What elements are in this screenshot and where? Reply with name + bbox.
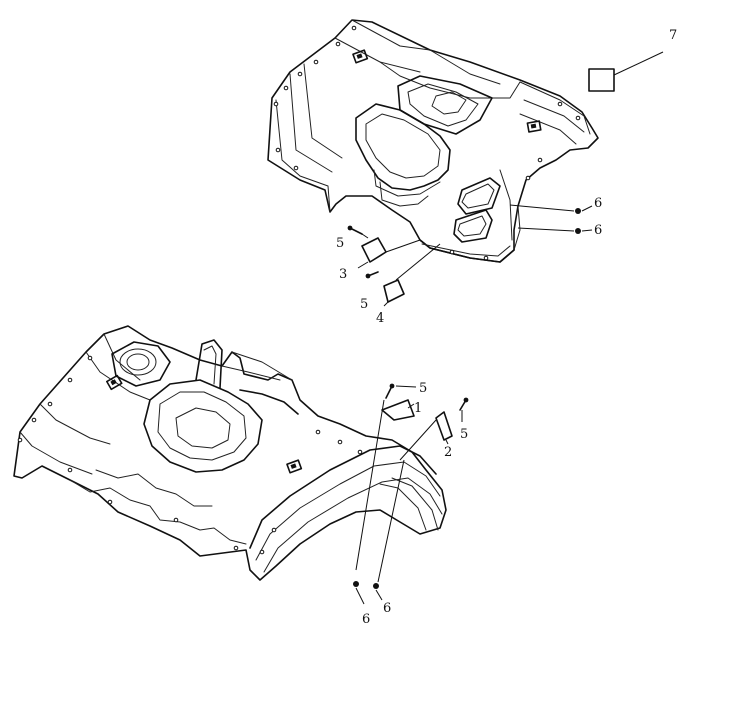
callout-3: 3 bbox=[339, 267, 347, 282]
callout-6-front-right: 6 bbox=[383, 601, 391, 616]
front-clips-6 bbox=[353, 459, 405, 605]
callout-6-front-left: 6 bbox=[362, 612, 370, 627]
front-reflector-1 bbox=[381, 399, 415, 421]
callout-6-upper: 6 bbox=[594, 196, 602, 211]
part-7-label-plate bbox=[588, 51, 664, 92]
callout-2: 2 bbox=[444, 445, 452, 460]
callout-5-front-left: 5 bbox=[419, 381, 427, 396]
rear-reflector-4 bbox=[383, 243, 441, 307]
front-reflector-2 bbox=[399, 411, 453, 461]
callout-4: 4 bbox=[376, 311, 384, 326]
callout-6-lower: 6 bbox=[594, 223, 602, 238]
rear-clips-6 bbox=[509, 204, 593, 234]
rear-rivets-5 bbox=[347, 225, 379, 279]
front-fender bbox=[13, 325, 447, 581]
front-rivets-5 bbox=[355, 383, 469, 571]
rear-fender bbox=[267, 19, 599, 263]
callout-7: 7 bbox=[669, 28, 677, 43]
callout-1: 1 bbox=[414, 401, 422, 416]
rear-reflector-3 bbox=[357, 237, 421, 269]
callout-5-rear-lower: 5 bbox=[360, 297, 368, 312]
callout-5-rear-upper: 5 bbox=[336, 236, 344, 251]
callout-5-front-right: 5 bbox=[460, 427, 468, 442]
